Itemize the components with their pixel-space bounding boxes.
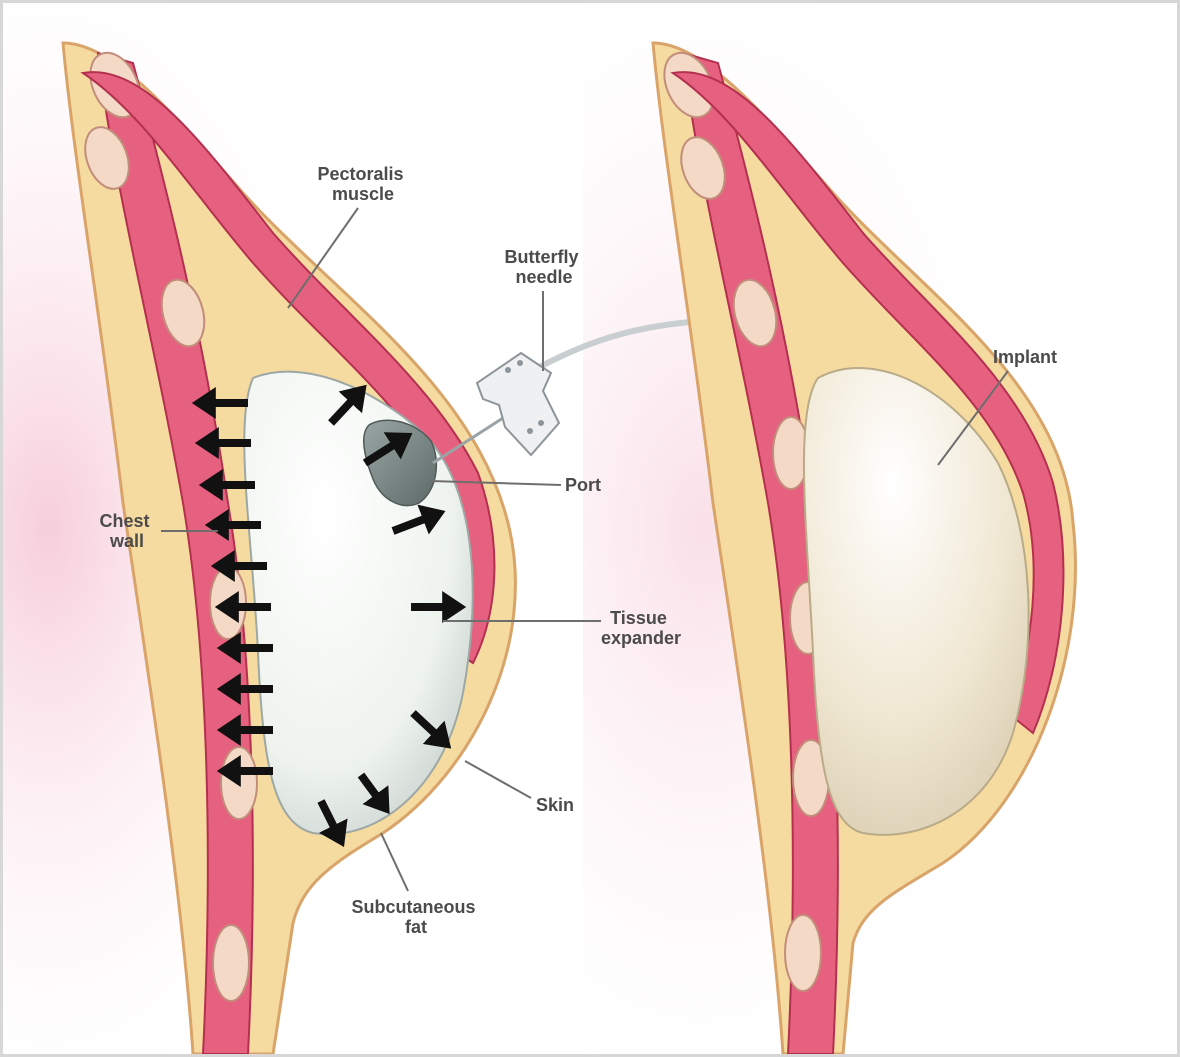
butterfly-needle [432, 318, 706, 465]
needle-wings [475, 351, 561, 457]
leader-pectoralis [287, 207, 359, 309]
label-pectoralis-line1: Pectoralis [317, 164, 403, 184]
right-breast [651, 41, 1077, 1054]
label-tissue-expander-line2: expander [601, 628, 681, 648]
arrow-down [357, 772, 390, 815]
label-port: Port [565, 475, 601, 495]
needle-shaft [432, 416, 504, 465]
arrow-right [391, 504, 446, 535]
label-subcutaneous-line2: fat [405, 917, 427, 937]
label-pectoralis-muscle: Pectoralis muscle [317, 164, 408, 204]
label-tissue-expander-line1: Tissue [610, 608, 667, 628]
arrow-down [317, 799, 348, 848]
needle-tubing [535, 318, 706, 371]
rib [212, 924, 250, 1002]
implant [802, 367, 1030, 836]
rib [220, 746, 258, 820]
pectoralis-muscle [80, 71, 496, 665]
left-breast [61, 41, 517, 1054]
label-chest-wall: Chest wall [99, 511, 154, 551]
rib [680, 136, 726, 200]
label-butterfly-line2: needle [515, 267, 572, 287]
label-subcutaneous-fat: Subcutaneous fat [351, 897, 480, 937]
leader-skin [464, 760, 532, 799]
label-chest-wall-line2: wall [109, 531, 144, 551]
leader-port [430, 480, 562, 486]
wing-hole [538, 420, 544, 426]
label-butterfly-needle: Butterfly needle [504, 247, 583, 287]
rib [732, 278, 778, 348]
leader-implant [937, 370, 1009, 466]
rib [84, 126, 130, 190]
label-subcutaneous-line1: Subcutaneous [351, 897, 475, 917]
wing-hole [517, 360, 523, 366]
arrow-up-right [362, 432, 413, 467]
arrow-down-right [410, 710, 452, 749]
wing-hole [505, 367, 511, 373]
rib [160, 278, 206, 348]
arrow-up-right [328, 384, 367, 426]
leader-subcutaneous [380, 832, 409, 892]
label-skin: Skin [536, 795, 574, 815]
label-butterfly-line1: Butterfly [504, 247, 578, 267]
anatomy-illustration: Pectoralis muscle Butterfly needle Chest… [3, 3, 1177, 1054]
label-chest-wall-line1: Chest [99, 511, 149, 531]
expansion-arrows [191, 384, 467, 848]
rib [784, 914, 822, 992]
label-implant: Implant [993, 347, 1057, 367]
chest-wall-muscle [96, 51, 254, 1054]
label-pectoralis-line2: muscle [332, 184, 394, 204]
label-tissue-expander: Tissue expander [601, 608, 681, 648]
wing-hole [527, 428, 533, 434]
leader-lines [161, 207, 1009, 892]
